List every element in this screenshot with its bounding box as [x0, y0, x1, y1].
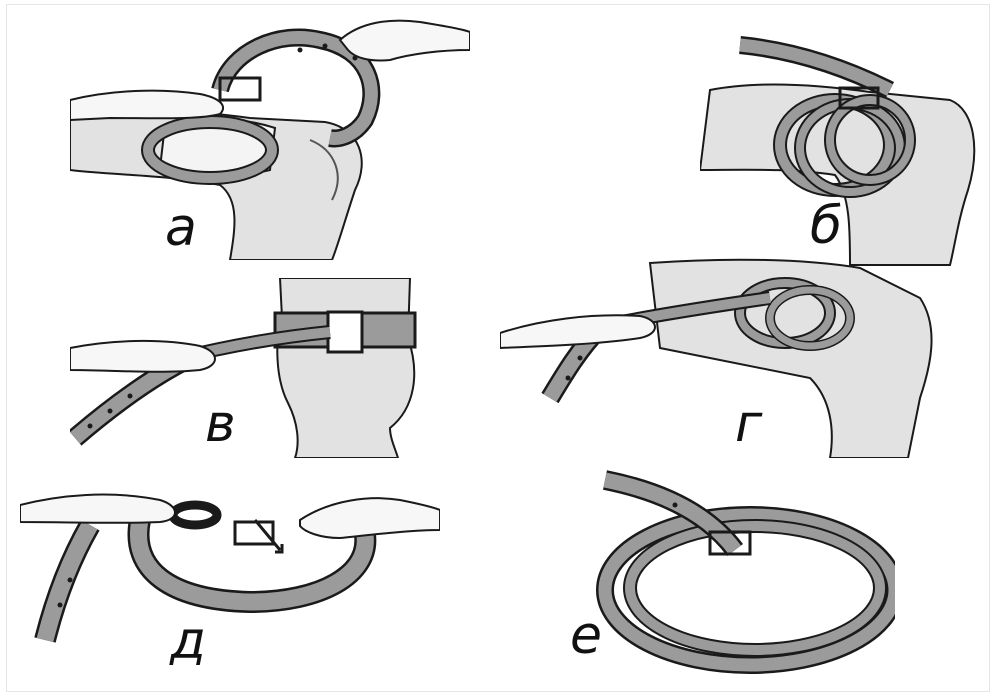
panel-b-drawing	[700, 30, 990, 275]
panel-g-label: г	[735, 398, 762, 450]
panel-g: г	[500, 258, 990, 458]
panel-d-drawing	[20, 480, 440, 680]
panel-d-label: д	[170, 615, 206, 667]
panel-a-label: а	[165, 202, 197, 254]
panel-b-label: б	[810, 200, 842, 252]
panel-v-drawing	[70, 278, 430, 458]
panel-d: д	[20, 480, 440, 680]
panel-a: а	[70, 10, 470, 260]
panel-b: б	[700, 30, 990, 275]
panel-v: в	[70, 278, 430, 458]
panel-e: е	[575, 470, 895, 680]
panel-v-label: в	[205, 398, 236, 450]
panel-e-drawing	[575, 470, 895, 680]
panel-e-label: е	[570, 610, 602, 662]
panel-a-drawing	[70, 10, 470, 260]
